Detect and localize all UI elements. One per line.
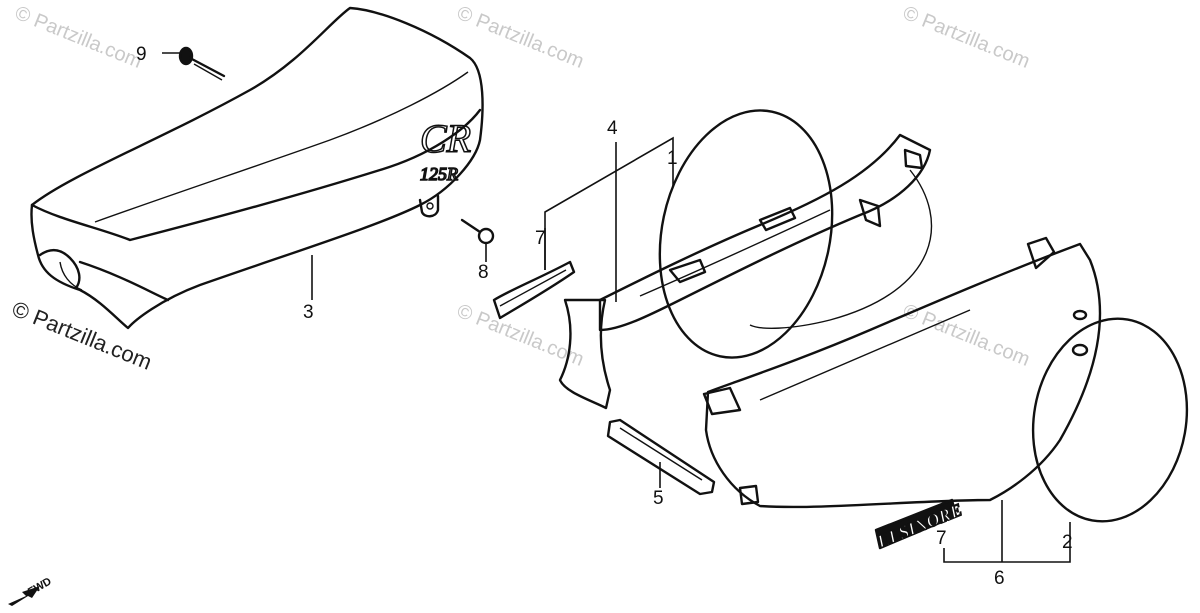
bolt-8 [460,218,495,245]
callout-6: 6 [994,568,1005,589]
callout-1: 1 [667,148,678,169]
seat [30,6,484,330]
callout-9: 9 [136,44,147,65]
decal-7-upper [492,260,576,320]
callout-7-upper: 7 [535,228,546,249]
seat-logo-cr: CR [420,116,471,161]
decal-7-lower [874,498,958,550]
bolt-9 [178,46,226,81]
seat-logo-model: 125R [420,164,458,184]
right-side-cover [702,236,1189,523]
left-side-cover [558,109,933,410]
callout-7-lower: 7 [936,528,947,549]
callout-5: 5 [653,488,664,509]
callout-2: 2 [1062,532,1073,553]
strap-5 [606,418,716,496]
callout-4: 4 [607,118,618,139]
callout-8: 8 [478,262,489,283]
leader-lines [162,52,1071,563]
fwd-arrow-icon [8,586,40,606]
callout-3: 3 [303,302,314,323]
